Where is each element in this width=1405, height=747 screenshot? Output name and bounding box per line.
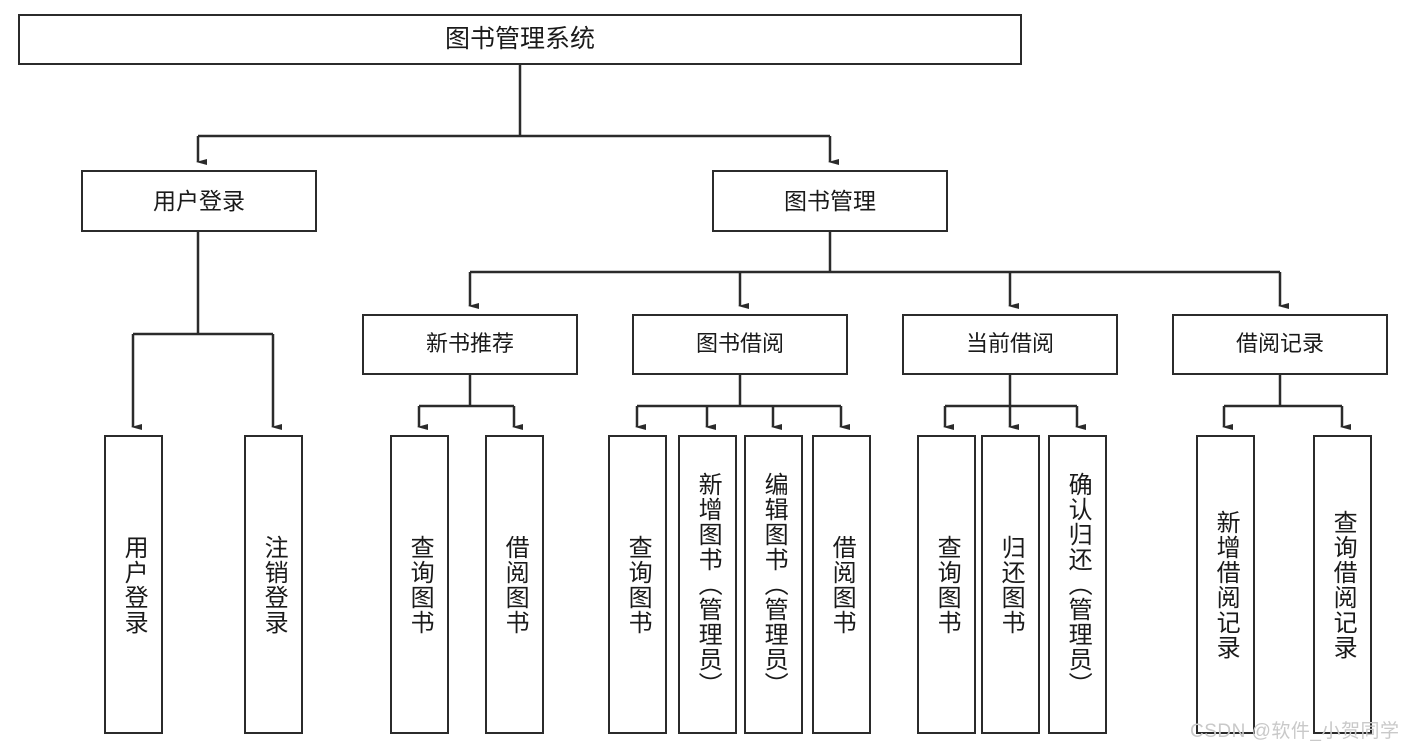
node-root[interactable]: 图书管理系统 (18, 14, 1022, 65)
leaf-current-confirm-return[interactable]: 确认归还（管理员） (1048, 435, 1107, 734)
leaf-borrow-borrow-book[interactable]: 借阅图书 (812, 435, 871, 734)
node-user-login-label: 用户登录 (153, 187, 245, 214)
node-user-login[interactable]: 用户登录 (81, 170, 317, 232)
node-borrow-record-label: 借阅记录 (1235, 331, 1324, 357)
node-book-manage[interactable]: 图书管理 (712, 170, 948, 232)
leaf-logout-label: 注销登录 (260, 534, 288, 635)
leaf-logout[interactable]: 注销登录 (244, 435, 303, 734)
leaf-newbook-query-book[interactable]: 查询图书 (390, 435, 449, 734)
leaf-borrow-query-book-label: 查询图书 (624, 534, 652, 635)
leaf-current-query-book-label: 查询图书 (933, 534, 961, 635)
leaf-borrow-add-book-label: 新增图书（管理员） (694, 472, 722, 697)
leaf-current-return-book-label: 归还图书 (997, 534, 1025, 635)
leaf-borrow-borrow-book-label: 借阅图书 (828, 534, 856, 635)
leaf-record-add[interactable]: 新增借阅记录 (1196, 435, 1255, 734)
leaf-borrow-add-book[interactable]: 新增图书（管理员） (678, 435, 737, 734)
leaf-newbook-borrow-book[interactable]: 借阅图书 (485, 435, 544, 734)
node-book-manage-label: 图书管理 (784, 187, 876, 214)
node-new-book-recommend-label: 新书推荐 (425, 331, 514, 357)
leaf-record-query-label: 查询借阅记录 (1329, 509, 1357, 660)
node-borrow-record[interactable]: 借阅记录 (1172, 314, 1388, 375)
leaf-newbook-query-book-label: 查询图书 (406, 534, 434, 635)
leaf-borrow-query-book[interactable]: 查询图书 (608, 435, 667, 734)
leaf-newbook-borrow-book-label: 借阅图书 (501, 534, 529, 635)
leaf-user-login[interactable]: 用户登录 (104, 435, 163, 734)
leaf-borrow-edit-book[interactable]: 编辑图书（管理员） (744, 435, 803, 734)
node-current-borrow[interactable]: 当前借阅 (902, 314, 1118, 375)
leaf-record-query[interactable]: 查询借阅记录 (1313, 435, 1372, 734)
node-book-borrow[interactable]: 图书借阅 (632, 314, 848, 375)
leaf-borrow-edit-book-label: 编辑图书（管理员） (760, 472, 788, 697)
leaf-user-login-label: 用户登录 (120, 534, 148, 635)
node-book-borrow-label: 图书借阅 (695, 331, 784, 357)
leaf-current-confirm-return-label: 确认归还（管理员） (1064, 472, 1092, 697)
leaf-current-query-book[interactable]: 查询图书 (917, 435, 976, 734)
watermark: CSDN @软件_小贺同学 (1190, 721, 1400, 742)
node-current-borrow-label: 当前借阅 (965, 331, 1054, 357)
node-root-label: 图书管理系统 (444, 25, 595, 54)
leaf-current-return-book[interactable]: 归还图书 (981, 435, 1040, 734)
node-new-book-recommend[interactable]: 新书推荐 (362, 314, 578, 375)
leaf-record-add-label: 新增借阅记录 (1212, 509, 1240, 660)
